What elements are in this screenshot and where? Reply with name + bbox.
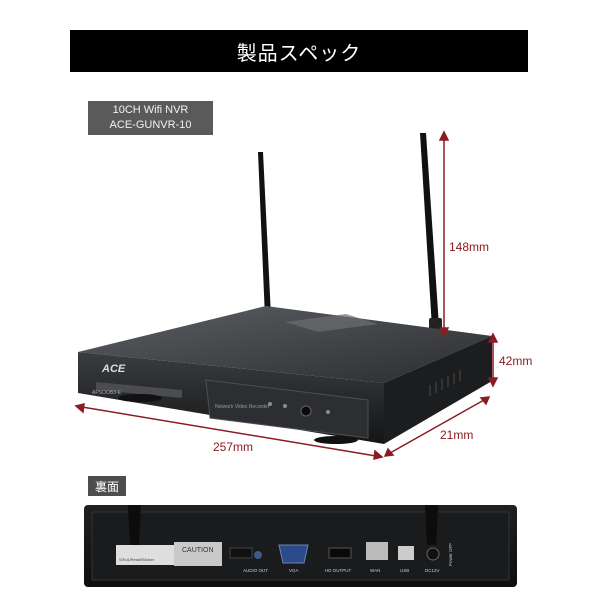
- port-audio-out: AUDIO OUT: [243, 568, 268, 573]
- back-view: [84, 505, 517, 587]
- brand-logo: ACE: [101, 363, 126, 375]
- antenna-left: [258, 152, 273, 324]
- model-name: 10CH Wifi NVR: [112, 104, 189, 116]
- back-view-label: 裏面: [88, 476, 126, 496]
- port-power: Power OFF: [448, 543, 453, 566]
- port-wan: WAN: [370, 568, 380, 573]
- dimension-width: 257mm: [213, 440, 254, 454]
- device-top: [78, 306, 492, 383]
- back-view-label-text: 裏面: [94, 479, 119, 494]
- serial-sticker: S/N:A/Retail/Sticker: [119, 557, 155, 562]
- dimension-antenna-height: 148mm: [449, 240, 490, 254]
- port-usb: USB: [400, 568, 409, 573]
- antenna-right: [420, 133, 442, 332]
- page-title-text: 製品スペック: [236, 40, 362, 65]
- dimension-body-height: 42mm: [499, 354, 533, 368]
- port-dc: DC12V: [425, 568, 440, 573]
- model-badge: 10CH Wifi NVR ACE-GUNVR-10: [88, 101, 213, 135]
- dimension-lines: [74, 130, 499, 460]
- dimension-depth: 21mm: [440, 428, 474, 442]
- device-side: [384, 336, 492, 444]
- front-panel-text: Network Video Recorder: [215, 404, 270, 410]
- port-hd-output: HD OUTPUT: [325, 568, 351, 573]
- model-number: ACE-GUNVR-10: [109, 119, 192, 131]
- port-vga: VGA: [289, 568, 299, 573]
- front-model-plate: APSOOB3-E: [92, 390, 122, 396]
- caution-label: CAUTION: [182, 547, 214, 554]
- page-title: 製品スペック: [70, 30, 528, 72]
